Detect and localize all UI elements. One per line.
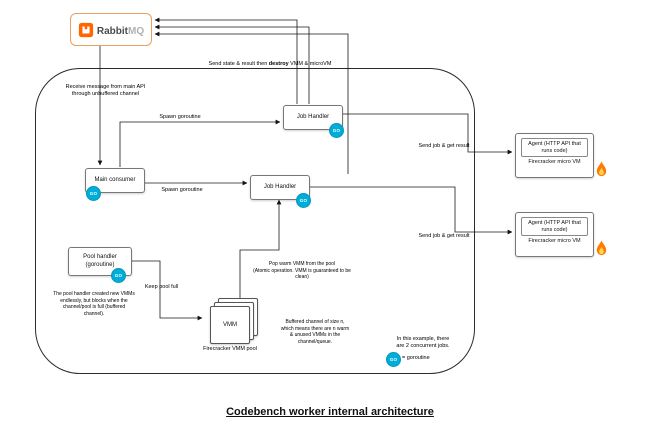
label-send-state-bold: destroy	[268, 61, 289, 68]
diagram-title: Codebench worker internal architecture	[226, 406, 434, 418]
go-gopher-icon: GO	[111, 268, 126, 283]
label-send-job-mid: Send job & get result	[418, 233, 470, 239]
label-keep-pool-full: Keep pool full	[144, 284, 179, 290]
fire-icon	[596, 161, 607, 177]
label-send-job-top: Send job & get result	[418, 143, 470, 149]
label-send-state-pre: Send state & result then	[208, 61, 269, 68]
fire-icon	[596, 240, 607, 256]
vmm-pool-label: Firecracker VMM pool	[203, 346, 257, 352]
wire-send-state-2	[154, 24, 310, 104]
rabbitmq-wordmark: Rabbit	[96, 25, 128, 37]
legend-goroutine: = goroutine	[402, 355, 430, 361]
label-receive-message: Receive message from main API through un…	[65, 84, 146, 98]
label-send-state-post: VMM & microVM	[288, 61, 332, 68]
rabbitmq-icon	[78, 22, 94, 37]
agent-title: Agent (HTTP API that runs code)	[521, 138, 588, 158]
label-spawn-goroutine-mid: Spawn goroutine	[161, 187, 203, 193]
wire-send-state-1	[154, 17, 298, 104]
agent-subtitle: Firecracker micro VM	[528, 238, 581, 245]
go-gopher-icon: GO	[329, 123, 344, 138]
agent-node-2: Agent (HTTP API that runs code) Firecrac…	[515, 212, 594, 257]
wire-send-job-mid	[309, 186, 513, 235]
vmm-card-front: VMM	[210, 306, 250, 344]
label-pop-warm: Pop warm VMM from the pool (Atomic opera…	[253, 261, 351, 280]
note-pool-handler: The pool handler created new VMMs endles…	[53, 291, 135, 317]
wire-send-job-top	[342, 113, 513, 155]
rabbitmq-wordmark-suffix: MQ	[128, 25, 145, 37]
note-buffered-channel: Buffered channel of size n, which means …	[280, 319, 350, 345]
wire-send-state-3	[154, 31, 349, 174]
label-spawn-goroutine-top: Spawn goroutine	[159, 114, 201, 120]
go-gopher-icon: GO	[386, 352, 401, 367]
wire-pop-warm-vmm	[239, 199, 282, 299]
label-send-state: Send state & result then destroy VMM & m…	[200, 54, 340, 68]
wire-keep-pool-full	[131, 260, 203, 321]
go-gopher-icon: GO	[296, 193, 311, 208]
note-example: In this example, there are 2 concurrent …	[396, 336, 450, 350]
agent-title: Agent (HTTP API that runs code)	[521, 217, 588, 237]
wire-spawn-goroutine-top	[119, 119, 281, 167]
agent-node-1: Agent (HTTP API that runs code) Firecrac…	[515, 133, 594, 178]
agent-subtitle: Firecracker micro VM	[528, 159, 581, 166]
go-gopher-icon: GO	[86, 186, 101, 201]
rabbitmq-node: RabbitMQ	[70, 13, 152, 46]
